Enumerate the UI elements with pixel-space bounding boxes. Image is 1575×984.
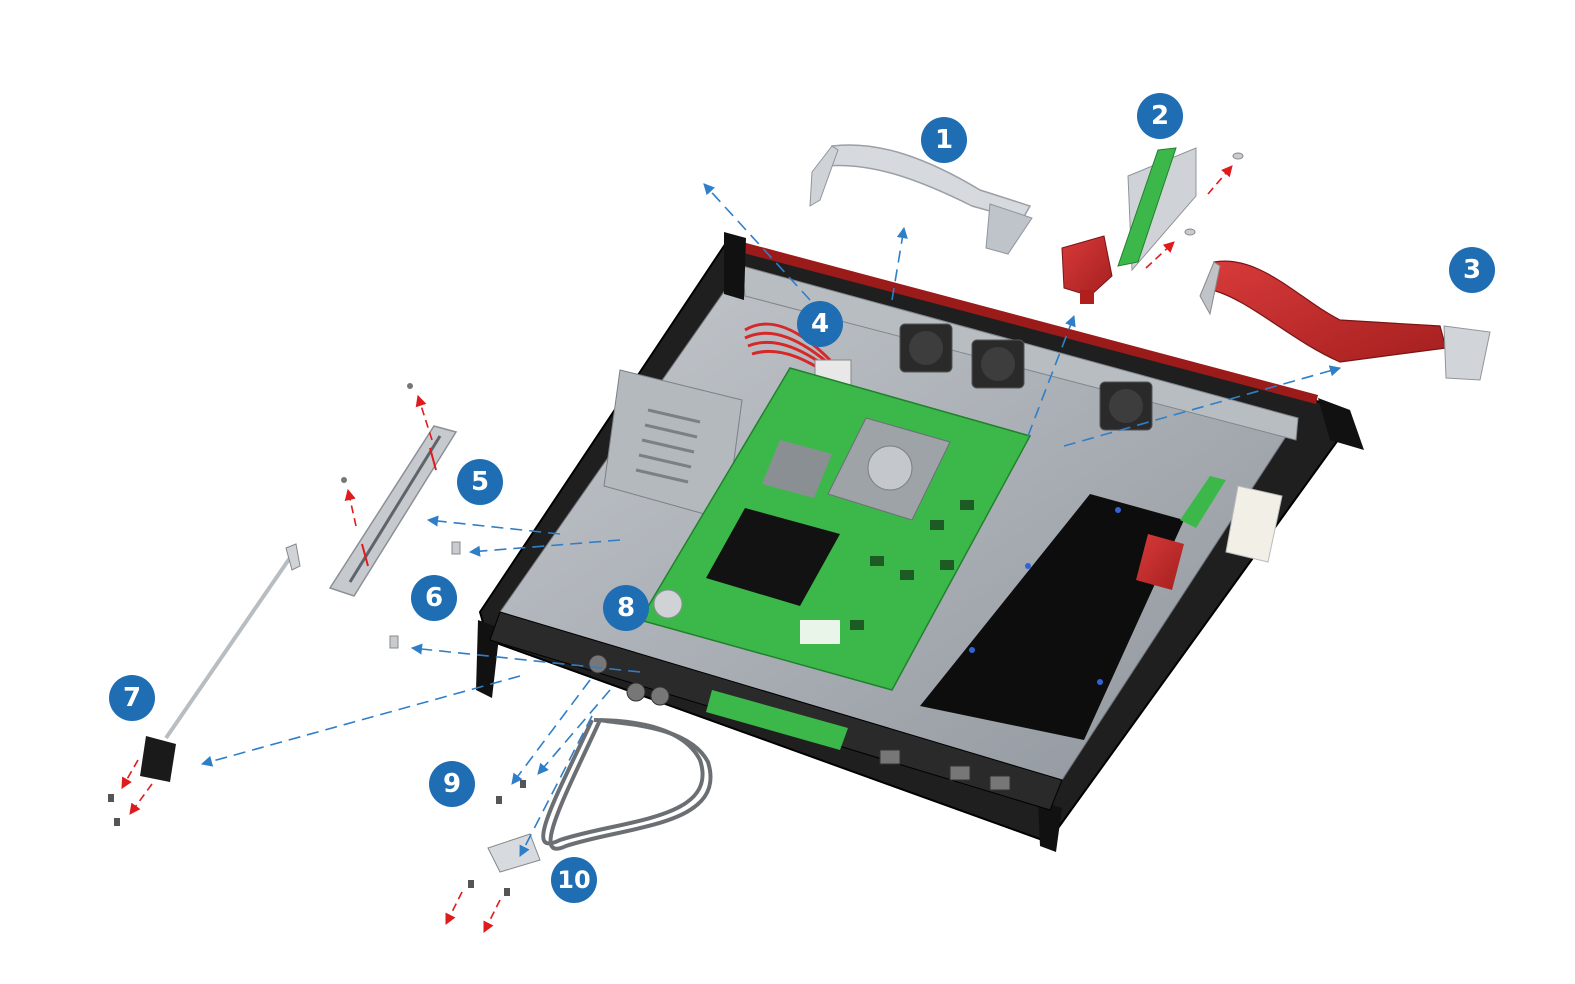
part-2-connector-bracket bbox=[1061, 147, 1244, 304]
expansion-card bbox=[920, 494, 1184, 740]
chip bbox=[762, 440, 832, 498]
callout-5: 5 bbox=[457, 459, 503, 505]
callout-2: 2 bbox=[1137, 93, 1183, 139]
callout-6: 6 bbox=[411, 575, 457, 621]
part-6-standoffs bbox=[389, 541, 461, 649]
chassis-assembly bbox=[476, 232, 1364, 852]
callout-label: 9 bbox=[443, 769, 461, 799]
callout-label: 1 bbox=[935, 125, 953, 155]
callout-label: 8 bbox=[617, 593, 635, 623]
rack-ear-front-right bbox=[1038, 800, 1062, 852]
callout-4: 4 bbox=[797, 301, 843, 347]
callout-8: 8 bbox=[603, 585, 649, 631]
callout-7: 7 bbox=[109, 675, 155, 721]
fan-row bbox=[899, 323, 1153, 431]
part-7-cable-assembly bbox=[108, 543, 301, 826]
callout-label: 10 bbox=[557, 866, 590, 894]
explosion-arrows-blue bbox=[200, 183, 1342, 857]
callout-label: 4 bbox=[811, 309, 829, 339]
explosion-arrows-red bbox=[121, 165, 1233, 934]
callout-10: 10 bbox=[551, 857, 597, 903]
internal-red-connector bbox=[1136, 534, 1184, 590]
callout-1: 1 bbox=[921, 117, 967, 163]
rear-red-strip bbox=[732, 240, 1318, 404]
power-plug bbox=[487, 833, 541, 873]
front-connectors bbox=[588, 654, 1011, 791]
callout-9: 9 bbox=[429, 761, 475, 807]
rear-label bbox=[1225, 485, 1283, 563]
callout-label: 6 bbox=[425, 583, 443, 613]
callout-label: 2 bbox=[1151, 101, 1169, 131]
callout-3: 3 bbox=[1449, 247, 1495, 293]
coin-cell-battery bbox=[653, 589, 683, 619]
rack-ear-left bbox=[724, 232, 746, 300]
callout-label: 7 bbox=[123, 683, 141, 713]
rack-ear-right bbox=[1318, 398, 1364, 450]
part-9-screws bbox=[468, 780, 526, 896]
callout-label: 5 bbox=[471, 467, 489, 497]
part-5-rail bbox=[328, 383, 458, 597]
part-10-power-cable bbox=[541, 718, 713, 851]
black-module bbox=[706, 508, 840, 606]
part-1-grey-ribbon-cable bbox=[809, 144, 1033, 255]
callout-label: 3 bbox=[1463, 255, 1481, 285]
part-3-red-ribbon-cable bbox=[1199, 260, 1491, 381]
